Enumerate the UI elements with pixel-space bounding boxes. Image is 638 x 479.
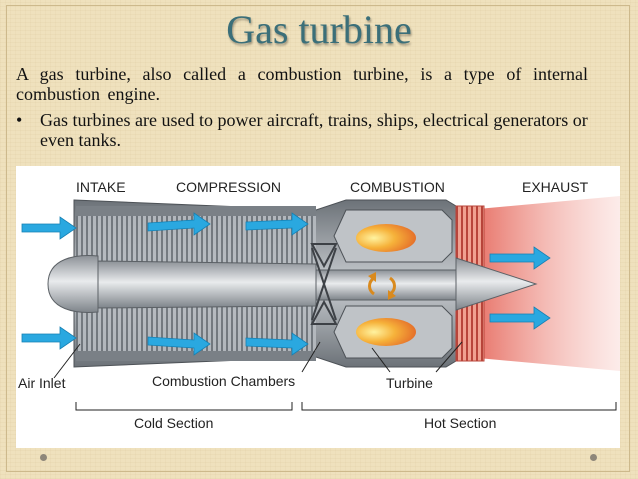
label-hot-section: Hot Section [424, 415, 496, 431]
label-cold-section: Cold Section [134, 415, 213, 431]
airflow-arrow-inlet-upper [21, 216, 77, 240]
bullet-item: • Gas turbines are used to power aircraf… [16, 110, 588, 150]
bullet-text: Gas turbines are used to power aircraft,… [40, 110, 588, 150]
slide-title: Gas turbine [226, 7, 412, 52]
callout-lines [53, 341, 463, 379]
exhaust-flow-arrows [489, 246, 551, 330]
airflow-arrow-compressor-lower [147, 332, 211, 356]
exhaust-plume [456, 196, 620, 371]
exhaust-arrow-upper [489, 246, 551, 270]
stage-label-exhaust: EXHAUST [522, 179, 589, 195]
section-brackets [75, 402, 617, 411]
compressor-upper-wall [76, 206, 316, 216]
rotation-arrowhead-left [368, 272, 376, 282]
stage-label-intake: INTAKE [76, 179, 126, 195]
airflow-arrow-inlet-lower [21, 326, 77, 350]
airflow-arrow-compressor-upper [147, 212, 211, 236]
slide-frame [6, 5, 630, 472]
label-turbine: Turbine [386, 375, 433, 391]
cold-section-bracket [75, 402, 293, 411]
engine-shaft [315, 269, 457, 301]
label-air-inlet: Air Inlet [18, 375, 66, 391]
compressor-lower-wall [76, 351, 316, 361]
stage-label-compression: COMPRESSION [176, 179, 281, 195]
hot-section-bracket [301, 402, 617, 411]
flame-upper [356, 224, 416, 252]
flame-lower [356, 318, 416, 346]
intro-paragraph: A gas turbine, also called a combustion … [16, 64, 588, 104]
stage-label-combustion: COMBUSTION [350, 179, 445, 195]
combustion-chamber-upper [333, 209, 453, 263]
exhaust-cone [455, 257, 538, 311]
airflow-arrows [21, 212, 309, 356]
corner-dot-right [590, 454, 597, 461]
nose-cone [47, 255, 99, 313]
corner-dot-left [40, 454, 47, 461]
airflow-arrow-diffuser-lower [245, 332, 309, 356]
compressor-core [95, 260, 317, 309]
exhaust-arrow-lower [489, 306, 551, 330]
turbine-illustration: INTAKE COMPRESSION COMBUSTION EXHAUST [18, 179, 620, 431]
diffuser-struts [310, 243, 338, 325]
airflow-arrow-diffuser-upper [245, 212, 309, 236]
bullet-icon: • [16, 110, 23, 130]
combustion-chamber-lower [333, 305, 453, 359]
gas-turbine-diagram: INTAKE COMPRESSION COMBUSTION EXHAUST [16, 166, 620, 448]
label-combustion-chambers: Combustion Chambers [152, 373, 295, 389]
rotation-arrowhead-right [388, 290, 396, 300]
